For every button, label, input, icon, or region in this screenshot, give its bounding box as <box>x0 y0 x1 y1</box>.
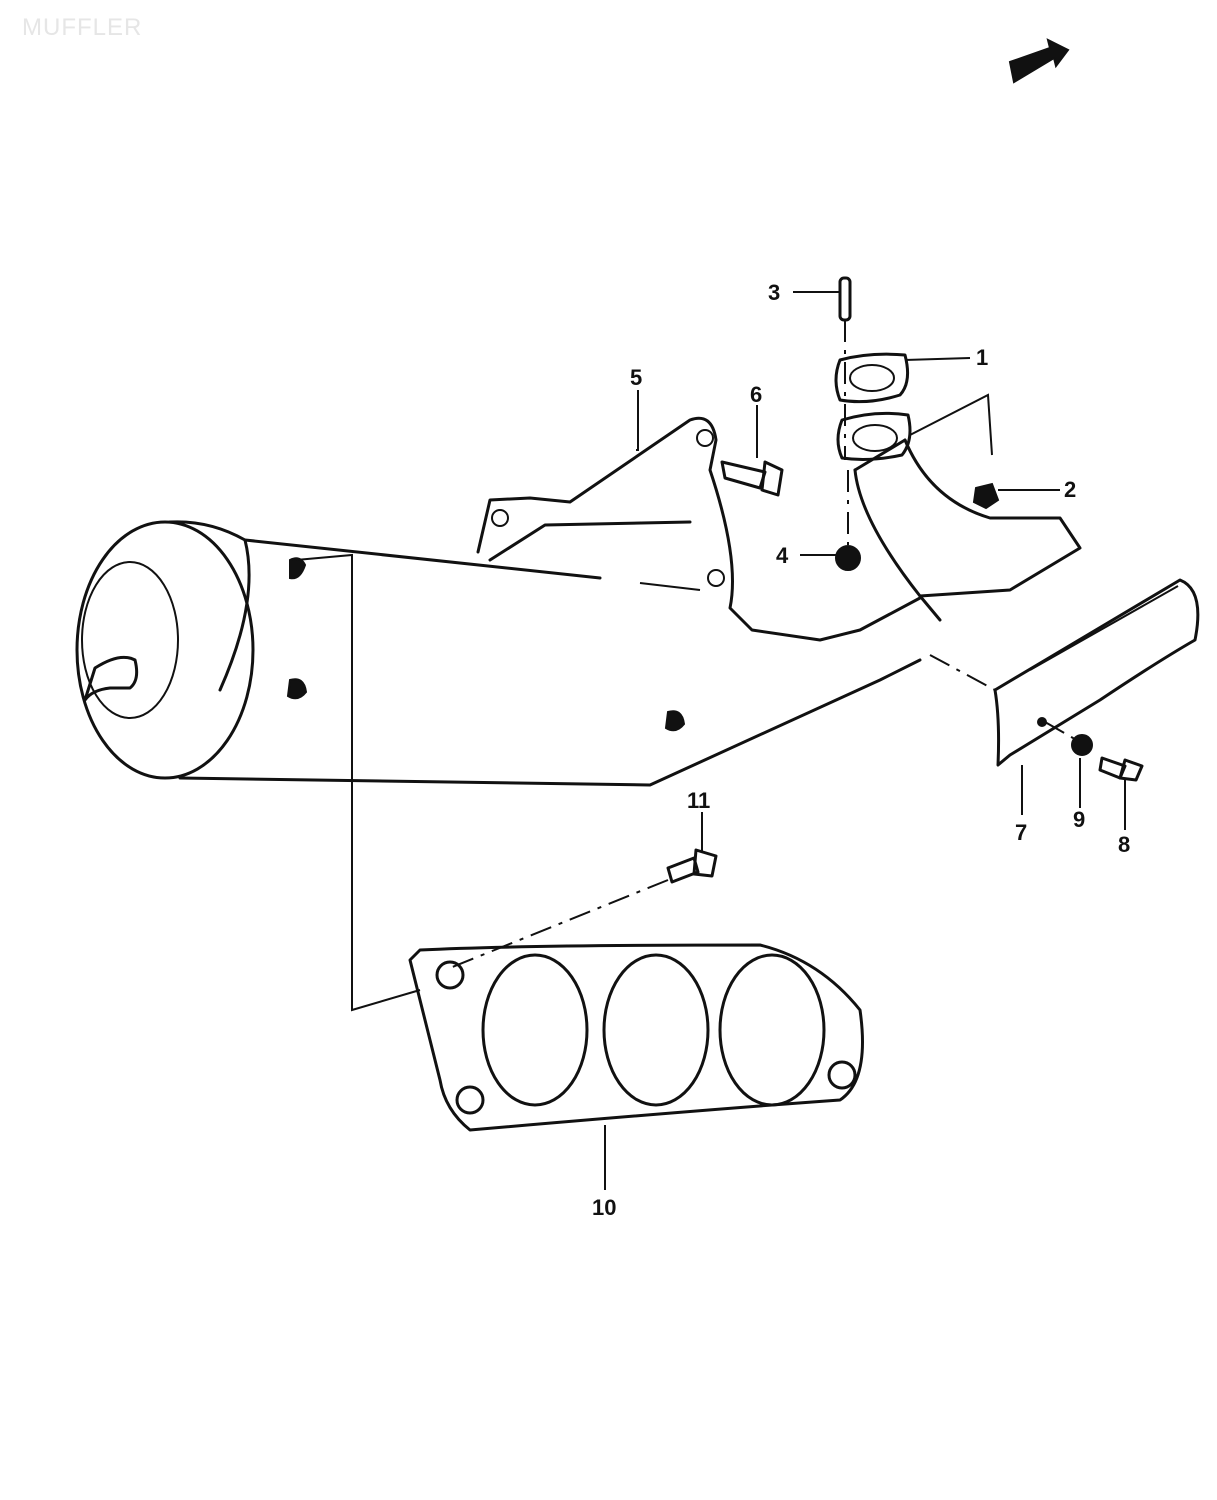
callout-4: 4 <box>776 543 789 568</box>
direction-arrow-icon <box>1008 38 1070 84</box>
callout-3: 3 <box>768 280 780 305</box>
shield-washer <box>1071 734 1093 756</box>
alignment-lines <box>449 320 1081 969</box>
callout-10: 10 <box>592 1195 616 1220</box>
callout-9: 9 <box>1073 807 1085 832</box>
callout-2: 2 <box>1064 477 1076 502</box>
lower-flange <box>836 411 912 461</box>
exhaust-nut <box>972 482 1000 510</box>
callout-labels: 3 1 2 4 5 6 7 9 8 11 10 <box>592 280 1130 1220</box>
bracket-bolt <box>720 460 784 497</box>
callout-1: 1 <box>976 345 988 370</box>
muffler-protector <box>408 943 864 1132</box>
stud-bolt <box>838 276 852 322</box>
pipe-nut <box>835 545 861 571</box>
callout-7: 7 <box>1015 820 1027 845</box>
diagram-title: MUFFLER <box>22 14 143 41</box>
mounting-bracket <box>476 416 922 642</box>
heat-shield <box>993 578 1200 767</box>
leader-lines <box>295 291 1126 1190</box>
callout-8: 8 <box>1118 832 1130 857</box>
exhaust-pipe <box>853 438 1082 622</box>
callout-5: 5 <box>630 365 642 390</box>
muffler <box>75 520 922 787</box>
callout-11: 11 <box>687 788 710 813</box>
upper-gasket <box>834 352 910 404</box>
protector-bolt <box>666 848 718 884</box>
shield-bolt <box>1098 756 1144 782</box>
callout-6: 6 <box>750 382 762 407</box>
